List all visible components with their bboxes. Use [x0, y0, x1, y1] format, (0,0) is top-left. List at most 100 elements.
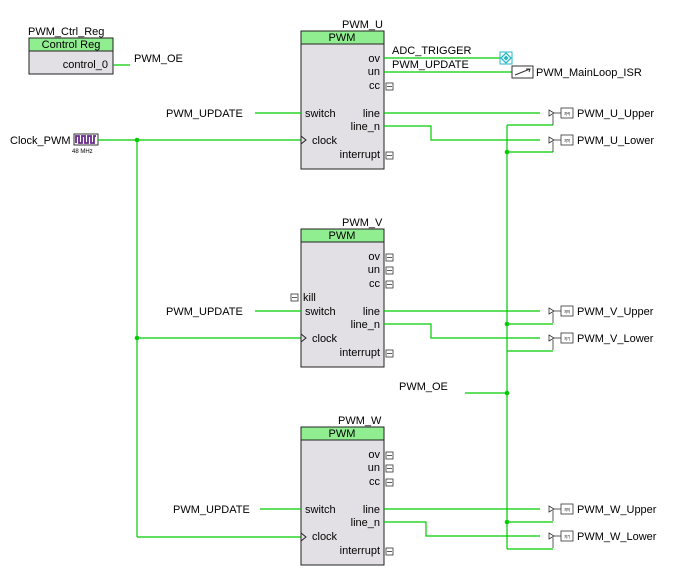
pwm-v-port-interrupt: interrupt	[340, 347, 380, 359]
pwm-w-clock-edge-icon	[300, 532, 307, 542]
pwm-v-output-wires	[384, 310, 540, 339]
pwm-w-port-interrupt: interrupt	[340, 545, 380, 557]
pin-label: PWM_V_Upper	[577, 306, 654, 318]
clock-waveform-icon	[73, 133, 99, 146]
pin-label: PWM_U_Lower	[577, 135, 654, 147]
pwm-w-instance-name: PWM_W	[338, 415, 382, 427]
pwm-w-port-clock: clock	[312, 531, 338, 543]
pin-label: PWM_U_Upper	[577, 108, 654, 120]
output-pin-pwm-w-lower[interactable]: 3[7] PWM_W_Lower	[548, 530, 657, 548]
pwm-w-header: PWM	[329, 428, 356, 440]
buffer-icon	[548, 109, 555, 117]
pin-label: PWM_W_Upper	[577, 504, 657, 516]
pwm-u-port-un: un	[368, 66, 380, 78]
output-pin-pwm-w-upper[interactable]: 3[6] PWM_W_Upper	[548, 503, 657, 521]
pwm-v-instance-name: PWM_V	[342, 217, 383, 229]
oe-net-label: PWM_OE	[399, 381, 448, 393]
pwm-w-output-wires	[384, 508, 540, 537]
pwm-u-unconnected-terminals	[385, 82, 394, 160]
pwm-v-port-switch: switch	[305, 306, 336, 318]
pwm-u-port-cc: cc	[369, 80, 381, 92]
pwm-u-clock-edge-icon	[300, 135, 307, 145]
pwm-v-unconnected-terminals	[290, 253, 394, 358]
pin-number: 3[6]	[564, 507, 570, 511]
pwm-u-body	[300, 30, 385, 170]
buffer-icon	[548, 334, 555, 342]
pwm-w-switch-net-label: PWM_UPDATE	[173, 504, 250, 516]
buffer-icon	[548, 136, 555, 144]
pwm-u-port-interrupt: interrupt	[340, 149, 380, 161]
pin-number: 3[5]	[564, 138, 570, 142]
pwm-u-port-switch: switch	[305, 108, 336, 120]
pwm-w-port-ov: ov	[368, 449, 380, 461]
buffer-icon	[548, 505, 555, 513]
buffer-icon	[548, 532, 555, 540]
clock-name: Clock_PWM	[10, 135, 71, 147]
isr-label: PWM_MainLoop_ISR	[536, 67, 642, 79]
pin-number: 3[6]	[564, 309, 570, 313]
pwm-u-component[interactable]: PWM_U PWM ov un cc line line_n interrupt…	[300, 19, 394, 170]
pwm-v-clock-edge-icon	[300, 333, 307, 343]
pwm-v-header: PWM	[329, 230, 356, 242]
clock-frequency: 48 MHz	[72, 149, 93, 155]
pin-box	[560, 107, 574, 119]
pwm-w-component[interactable]: PWM_W PWM ov un cc line line_n interrupt…	[300, 415, 394, 566]
clock-component[interactable]: Clock_PWM 48 MHz	[10, 133, 99, 155]
pwm-v-component[interactable]: PWM_V PWM ov un cc line line_n interrupt…	[290, 217, 394, 368]
control-reg-component[interactable]: PWM_Ctrl_Reg Control Reg control_0	[28, 26, 114, 75]
control-reg-instance-name: PWM_Ctrl_Reg	[28, 26, 104, 38]
pin-label: PWM_V_Lower	[577, 333, 654, 345]
adc-trigger-net-label: ADC_TRIGGER	[392, 45, 472, 57]
pin-box	[560, 305, 574, 317]
pwm-v-switch-net-label: PWM_UPDATE	[166, 306, 243, 318]
control-reg-header-bar	[28, 37, 114, 52]
pwm-u-output-wires	[384, 112, 540, 141]
pwm-w-port-un: un	[368, 462, 380, 474]
pin-box	[560, 332, 574, 344]
output-pin-pwm-v-lower[interactable]: 3[7] PWM_V_Lower	[548, 332, 654, 350]
pwm-v-port-kill: kill	[303, 292, 316, 304]
pwm-u-header: PWM	[329, 32, 356, 44]
clock-net	[98, 137, 304, 538]
output-pin-pwm-u-lower[interactable]: 3[5] PWM_U_Lower	[548, 134, 654, 152]
pin-number: 3[7]	[564, 336, 570, 340]
pwm-v-port-clock: clock	[312, 333, 338, 345]
pwm-w-body	[300, 426, 385, 566]
pin-number: 3[4]	[564, 111, 570, 115]
pwm-u-port-line: line	[363, 108, 380, 120]
pin-number: 3[7]	[564, 534, 570, 538]
pwm-u-switch-net-label: PWM_UPDATE	[166, 108, 243, 120]
oe-bus	[465, 124, 553, 550]
output-pins: 3[4] PWM_U_Upper 3[5] PWM_U_Lower 3[6] PWM_V_…	[548, 107, 657, 548]
pwm-v-port-ov: ov	[368, 251, 380, 263]
pin-label: PWM_W_Lower	[577, 531, 657, 543]
diamond-trigger-icon[interactable]	[499, 51, 513, 65]
pwm-u-instance-name: PWM_U	[342, 19, 383, 31]
output-pin-pwm-v-upper[interactable]: 3[6] PWM_V_Upper	[548, 305, 654, 323]
output-pin-pwm-u-upper[interactable]: 3[4] PWM_U_Upper	[548, 107, 654, 125]
pin-box	[560, 503, 574, 515]
control-reg-header: Control Reg	[42, 39, 101, 51]
pwm-w-unconnected-terminals	[385, 451, 394, 556]
buffer-icon	[548, 307, 555, 315]
pwm-u-port-ov: ov	[368, 53, 380, 65]
pwm-v-port-line-n: line_n	[351, 319, 380, 331]
pwm-u-header-bar	[300, 30, 385, 45]
pwm-v-port-line: line	[363, 306, 380, 318]
pin-box	[560, 134, 574, 146]
pwm-u-port-clock: clock	[312, 135, 338, 147]
pwm-v-port-un: un	[368, 264, 380, 276]
pwm-u-port-line-n: line_n	[351, 121, 380, 133]
control-reg-net-label: PWM_OE	[134, 53, 183, 65]
pin-box	[560, 530, 574, 542]
pwm-w-port-switch: switch	[305, 504, 336, 516]
interrupt-icon[interactable]	[511, 65, 534, 79]
pwm-w-header-bar	[300, 426, 385, 441]
control-reg-output-port: control_0	[63, 59, 108, 71]
pwm-v-header-bar	[300, 228, 385, 243]
pwm-w-port-cc: cc	[369, 476, 381, 488]
pwm-update-out-net-label: PWM_UPDATE	[392, 59, 469, 71]
pwm-w-port-line: line	[363, 504, 380, 516]
pwm-v-port-cc: cc	[369, 278, 381, 290]
